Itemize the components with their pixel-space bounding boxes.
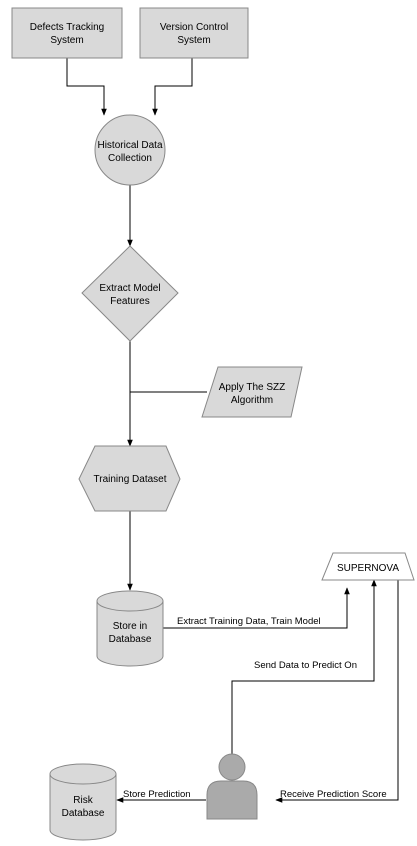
node-apply-szz-line2: Algorithm	[231, 395, 273, 406]
node-store-database: Store in Database	[96, 590, 164, 667]
node-historical-data: Historical Data Collection	[94, 114, 166, 186]
edge-supernova-to-user	[275, 580, 399, 803]
node-supernova-label: SUPERNOVA	[337, 563, 399, 574]
node-training-dataset: Training Dataset	[78, 445, 181, 512]
edge-label-extract-train: Extract Training Data, Train Model	[177, 616, 321, 627]
node-defects-tracking-line2: System	[50, 35, 83, 46]
node-apply-szz-line1: Apply The SZZ	[219, 382, 286, 393]
edge-defects-to-historical	[66, 58, 107, 116]
node-risk-database-line2: Database	[62, 808, 105, 819]
node-version-control-line1: Version Control	[160, 22, 228, 33]
node-extract-features-line1: Extract Model	[99, 283, 160, 294]
node-extract-features-line2: Features	[110, 296, 149, 307]
node-training-dataset-line1: Training Dataset	[94, 474, 167, 485]
node-risk-database-line1: Risk	[73, 795, 93, 806]
node-apply-szz: Apply The SZZ Algorithm	[201, 366, 303, 418]
node-supernova: SUPERNOVA	[321, 552, 415, 581]
node-historical-data-line2: Collection	[108, 153, 152, 164]
node-version-control-line2: System	[177, 35, 210, 46]
node-defects-tracking-line1: Defects Tracking	[30, 22, 104, 33]
edge-label-receive-score: Receive Prediction Score	[280, 789, 387, 800]
edge-label-store-prediction: Store Prediction	[123, 789, 191, 800]
node-store-database-line1: Store in	[113, 621, 147, 632]
node-risk-database: Risk Database	[49, 763, 117, 841]
node-historical-data-line1: Historical Data	[97, 140, 162, 151]
edges	[66, 58, 399, 803]
edge-store-to-supernova	[163, 587, 350, 629]
node-defects-tracking: Defects Tracking System	[11, 7, 123, 59]
person-icon	[206, 753, 258, 820]
node-store-database-line2: Database	[109, 634, 152, 645]
node-extract-features: Extract Model Features	[81, 245, 179, 342]
node-version-control: Version Control System	[139, 7, 249, 59]
edge-version-to-historical	[152, 58, 193, 116]
edge-user-to-supernova	[231, 579, 377, 754]
edge-label-send-data: Send Data to Predict On	[254, 660, 357, 671]
